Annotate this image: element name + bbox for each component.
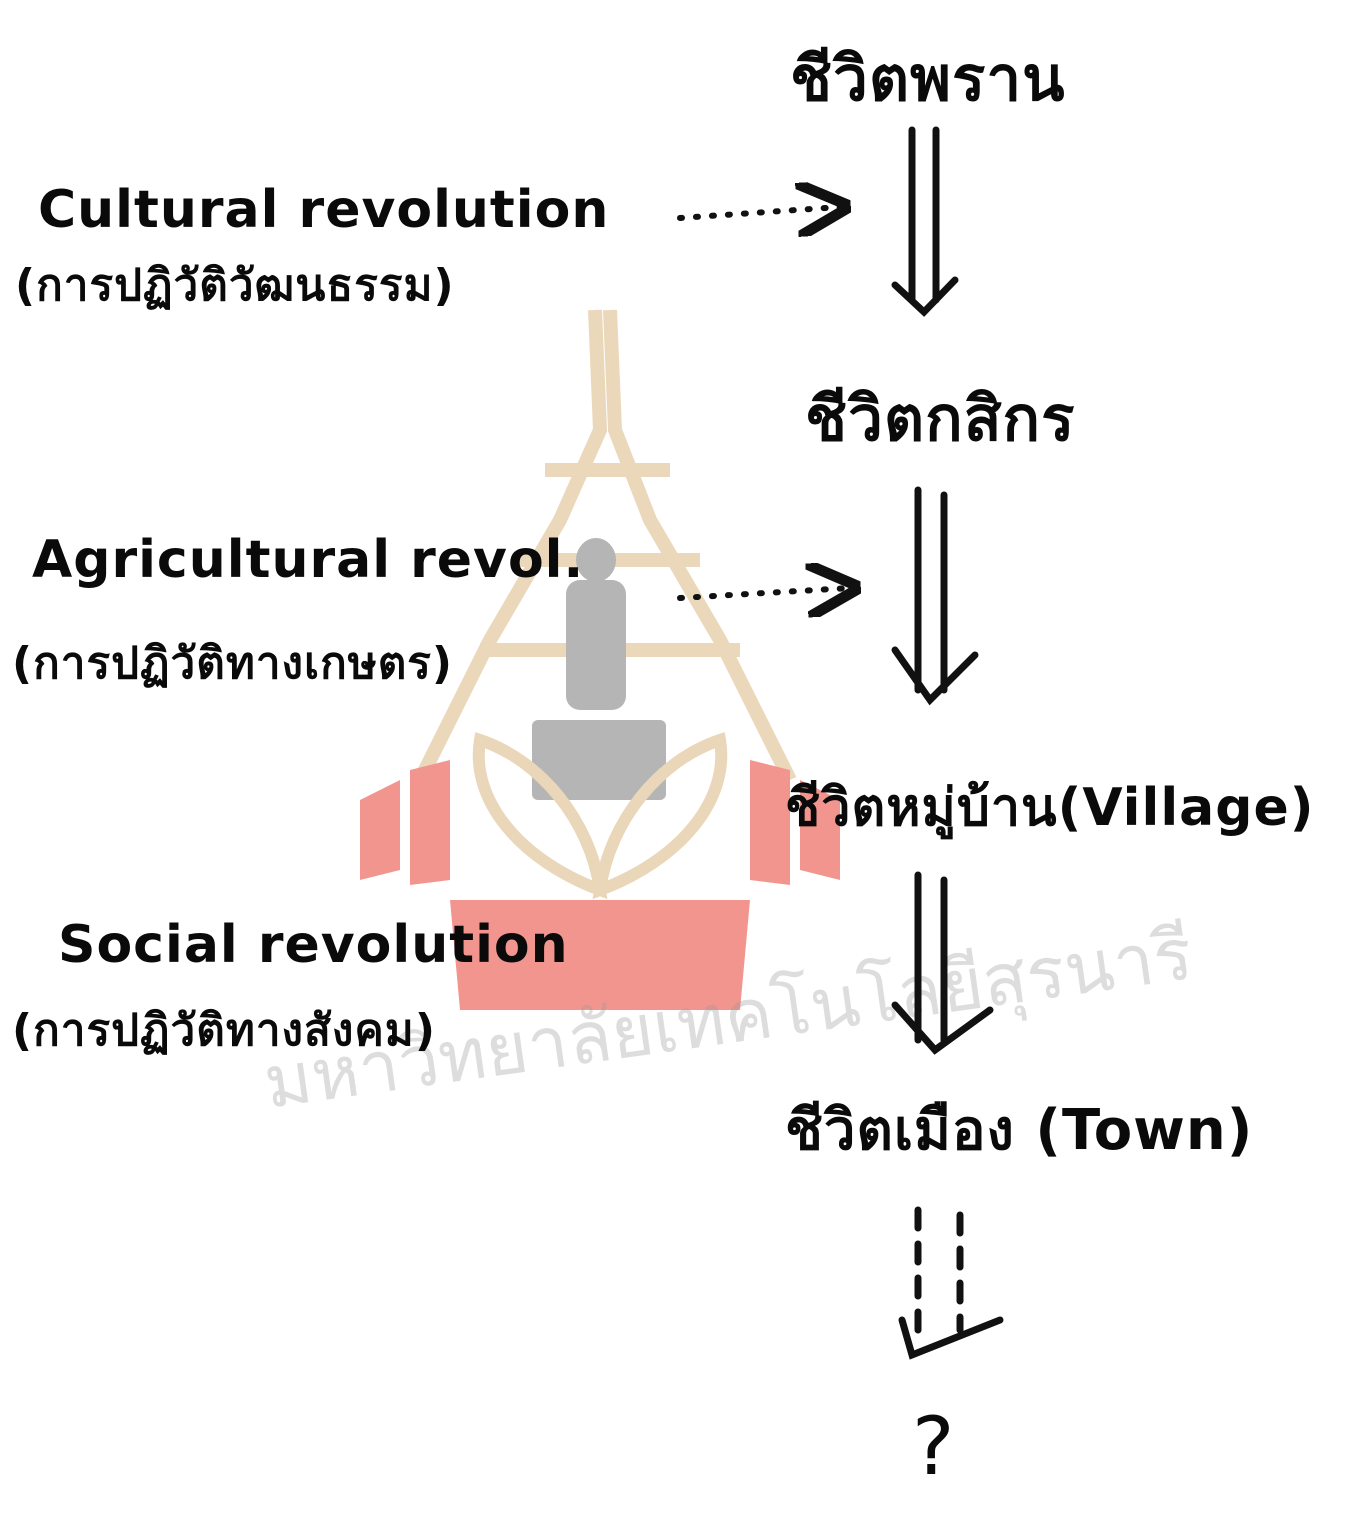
revolution-social-label: Social revolution bbox=[58, 915, 569, 975]
stage-town: ชีวิตเมือง (Town) bbox=[785, 1098, 1254, 1163]
revolution-agricultural-thai: (การปฏิวัติทางเกษตร) bbox=[12, 638, 454, 689]
logo-statue bbox=[532, 538, 666, 800]
revolution-cultural-label: Cultural revolution bbox=[38, 180, 610, 240]
revolution-agricultural-label: Agricultural revol. bbox=[32, 530, 585, 590]
dotted-arrow-cultural bbox=[677, 207, 840, 218]
stage-hunter: ชีวิตพราน bbox=[790, 42, 1066, 115]
double-arrow-3 bbox=[891, 871, 994, 1055]
revolution-cultural-thai: (การปฏิวัติวัฒนธรรม) bbox=[15, 260, 455, 311]
logo-leaves bbox=[472, 732, 728, 900]
revolution-social-thai: (การปฏิวัติทางสังคม) bbox=[12, 1005, 436, 1056]
double-arrow-1 bbox=[891, 126, 959, 317]
stage-unknown: ? bbox=[912, 1400, 956, 1493]
logo-sunburst bbox=[360, 760, 840, 1010]
stage-farmer: ชีวิตกสิกร bbox=[805, 382, 1076, 455]
stage-village: ชีวิตหมู่บ้าน(Village) bbox=[785, 778, 1315, 838]
dashed-double-arrow bbox=[898, 1206, 1004, 1360]
double-arrow-2 bbox=[891, 486, 979, 706]
dotted-arrow-agricultural bbox=[677, 588, 850, 598]
